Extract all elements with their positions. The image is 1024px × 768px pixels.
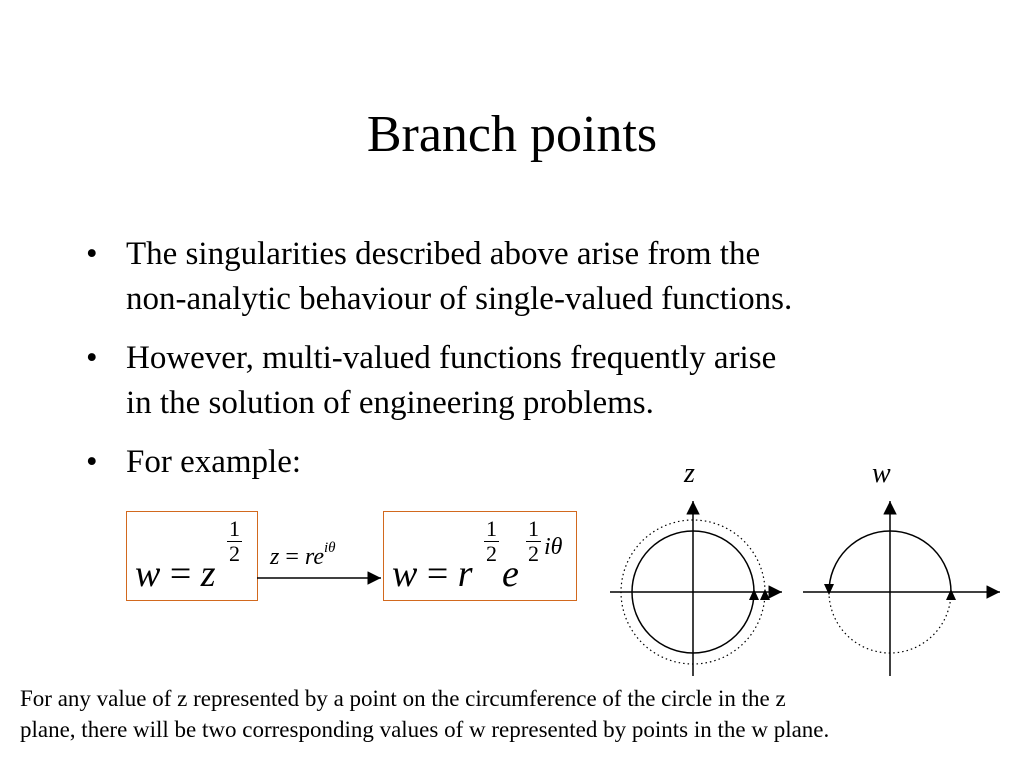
z-inner-arrowhead <box>749 589 759 600</box>
bullet-item: The singularities described above arise … <box>86 232 986 322</box>
w-plane-label: w <box>872 458 891 489</box>
equation-left-body: w = z <box>135 554 216 594</box>
bullet-text: However, multi-valued functions frequent… <box>126 340 777 421</box>
sub-equals: = <box>285 544 299 570</box>
eq-right-lhs: w <box>392 553 418 595</box>
eq-right-base1: r <box>457 553 473 595</box>
eq-left-lhs: w <box>135 553 161 595</box>
eq-right-exp1-num: 1 <box>484 516 499 542</box>
w-upper-semicircle <box>828 530 952 593</box>
eq-left-exponent: 1 2 <box>227 518 242 565</box>
eq-right-exponent1: 1 2 <box>484 518 499 565</box>
bullet-item: For example: <box>86 440 986 485</box>
eq-right-exp1-den: 2 <box>486 541 497 566</box>
sub-lhs: z <box>270 544 280 570</box>
z-outer-arrowhead <box>760 589 770 600</box>
w-left-arrowhead <box>824 584 834 595</box>
eq-left-base: z <box>200 553 216 595</box>
equation-box-right: w = r 1 2 e 1 2 iθ <box>383 511 577 601</box>
equation-right-body: w = r <box>392 554 473 594</box>
eq-left-exp-den: 2 <box>229 541 240 566</box>
eq-right-exp2-suffix: iθ <box>544 534 563 560</box>
eq-right-exponent2: 1 2 <box>526 518 541 565</box>
eq-right-equals: = <box>426 553 449 595</box>
sub-exponent: iθ <box>324 540 336 556</box>
eq-left-equals: = <box>169 553 192 595</box>
bullet-item: However, multi-valued functions frequent… <box>86 336 986 426</box>
w-right-arrowhead <box>946 589 956 600</box>
sub-base: re <box>304 544 324 570</box>
w-lower-semicircle <box>828 591 952 654</box>
bullet-list: The singularities described above arise … <box>86 232 986 499</box>
eq-left-exp-num: 1 <box>227 516 242 542</box>
page-title: Branch points <box>366 106 658 163</box>
substitution-label: z = reiθ <box>270 538 336 570</box>
eq-right-base2-text: e <box>502 553 519 595</box>
w-plane <box>803 501 1000 676</box>
eq-right-base2: e <box>502 554 519 594</box>
equation-box-left: w = z 1 2 <box>126 511 258 601</box>
z-plane <box>610 501 782 676</box>
eq-right-exp2-den: 2 <box>528 541 539 566</box>
eq-right-exp2-num: 1 <box>526 516 541 542</box>
bullet-text: For example: <box>126 444 302 480</box>
bullet-text: The singularities described above arise … <box>126 236 793 317</box>
caption-text: For any value of z represented by a poin… <box>20 686 830 742</box>
z-plane-label: z <box>684 458 695 489</box>
